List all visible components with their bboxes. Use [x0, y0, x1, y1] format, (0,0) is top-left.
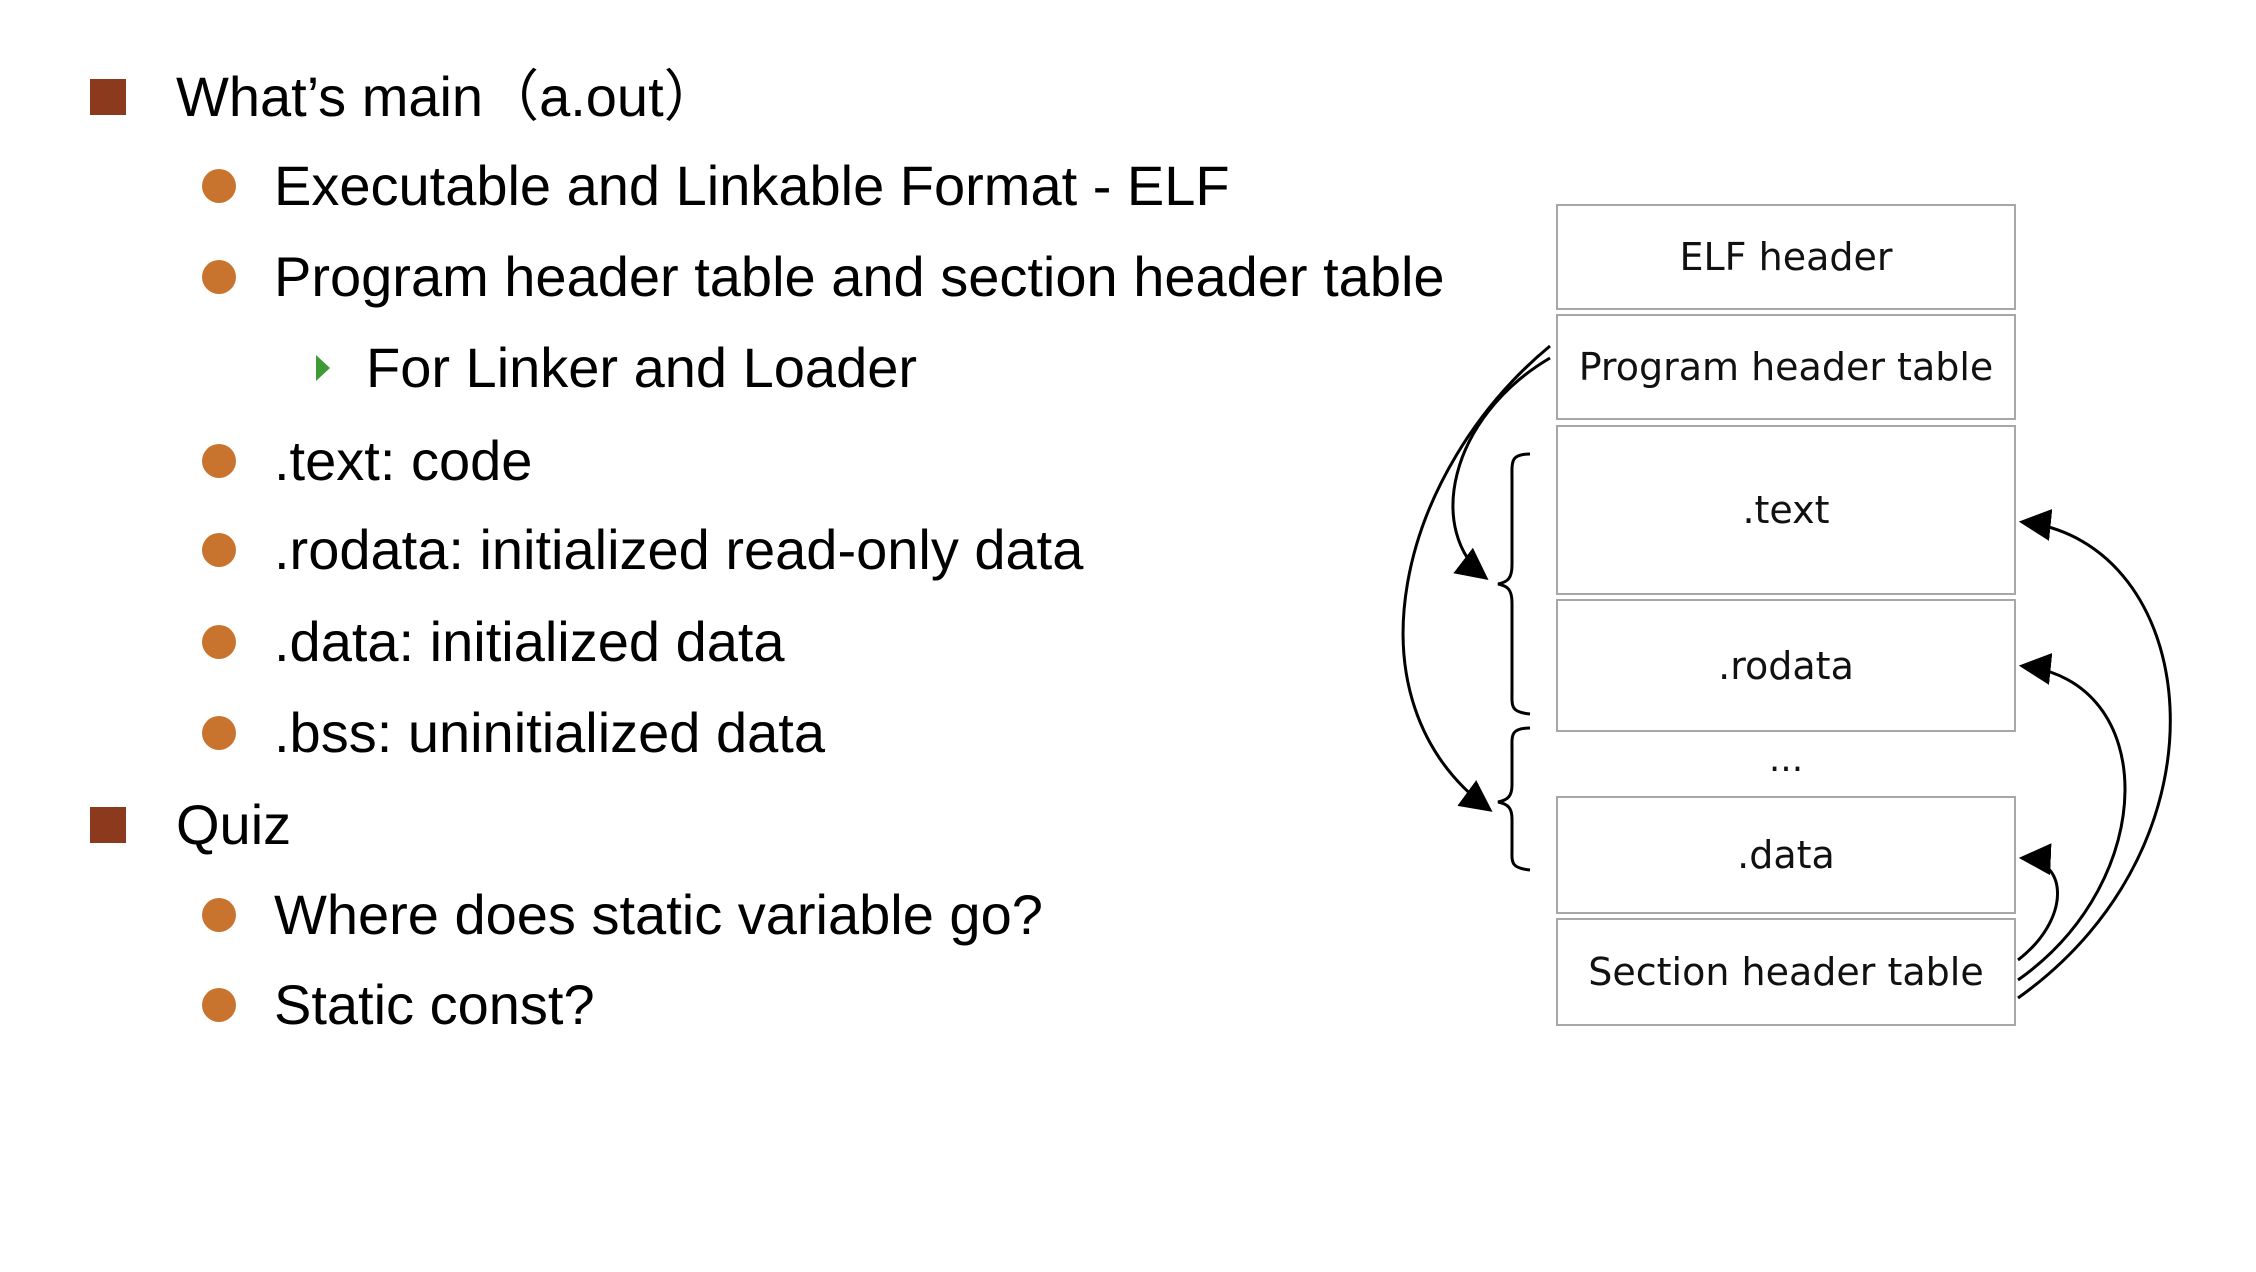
data-section-label: .data	[1737, 833, 1835, 877]
shdr-to-text-arrow	[2017, 509, 2172, 1000]
text-rodata-brace	[1497, 452, 1531, 716]
elf-header-label: ELF header	[1679, 235, 1893, 279]
data-section-box: .data	[1556, 796, 2016, 914]
phdr-to-data-segment-arrow	[1401, 344, 1551, 812]
bullet-text: .bss: uninitialized data	[274, 701, 826, 764]
program-header-table-label: Program header table	[1578, 345, 1994, 389]
triangle-bullet-icon	[316, 355, 330, 381]
text-section-box: .text	[1556, 425, 2016, 595]
bullet-text: .rodata: initialized read-only data	[274, 518, 1084, 581]
bullet-item-linker-loader: For Linker and Loader	[316, 328, 917, 408]
bullet-text: Executable and Linkable Format - ELF	[274, 154, 1230, 217]
section-header-table-label: Section header table	[1588, 950, 1984, 994]
bullet-item-header-tables: Program header table and section header …	[202, 237, 1445, 317]
bullet-item-bss-section: .bss: uninitialized data	[202, 693, 825, 773]
diagram-arrows-layer	[1401, 344, 2172, 1000]
dot-bullet-icon	[202, 533, 236, 567]
rodata-section-label: .rodata	[1718, 643, 1854, 688]
program-header-table-box: Program header table	[1556, 314, 2016, 420]
dot-bullet-icon	[202, 260, 236, 294]
bullet-item-data-section: .data: initialized data	[202, 602, 785, 682]
rodata-section-box: .rodata	[1556, 599, 2016, 732]
square-bullet-icon	[90, 807, 126, 843]
elf-layout-diagram: ELF header Program header table .text .r…	[1360, 180, 2200, 1060]
bullet-item-static-variable: Where does static variable go?	[202, 875, 1043, 955]
section-header-table-box: Section header table	[1556, 918, 2016, 1026]
bullet-item-rodata-section: .rodata: initialized read-only data	[202, 510, 1083, 590]
dot-bullet-icon	[202, 625, 236, 659]
bullet-text: For Linker and Loader	[366, 336, 918, 399]
bullet-text: Program header table and section header …	[274, 245, 1445, 308]
bullet-text: .data: initialized data	[274, 610, 785, 673]
dot-bullet-icon	[202, 169, 236, 203]
bullet-item-quiz: Quiz	[90, 785, 291, 865]
ellipsis-label: ...	[1768, 739, 1804, 780]
elf-header-box: ELF header	[1556, 204, 2016, 310]
bullet-item-static-const: Static const?	[202, 965, 595, 1045]
square-bullet-icon	[90, 79, 126, 115]
bullet-list: What’s main（a.out） Executable and Linkab…	[90, 57, 1445, 1045]
bullet-text: Where does static variable go?	[274, 883, 1043, 946]
dot-bullet-icon	[202, 444, 236, 478]
bullet-text: .text: code	[274, 429, 533, 492]
dot-bullet-icon	[202, 988, 236, 1022]
dot-bullet-icon	[202, 898, 236, 932]
bullet-item-elf: Executable and Linkable Format - ELF	[202, 146, 1230, 226]
bullet-text: Quiz	[176, 793, 292, 856]
bullet-item-text-section: .text: code	[202, 421, 532, 501]
data-brace	[1497, 726, 1531, 872]
shdr-to-data-arrow	[2017, 843, 2059, 962]
bullet-text: Static const?	[274, 973, 595, 1036]
dot-bullet-icon	[202, 716, 236, 750]
phdr-to-segment-arrow	[1451, 356, 1551, 580]
shdr-to-rodata-arrow	[2017, 653, 2127, 982]
bullet-item-whats-main: What’s main（a.out）	[90, 57, 720, 137]
text-section-label: .text	[1742, 488, 1830, 532]
bullet-text: What’s main（a.out）	[176, 65, 720, 128]
